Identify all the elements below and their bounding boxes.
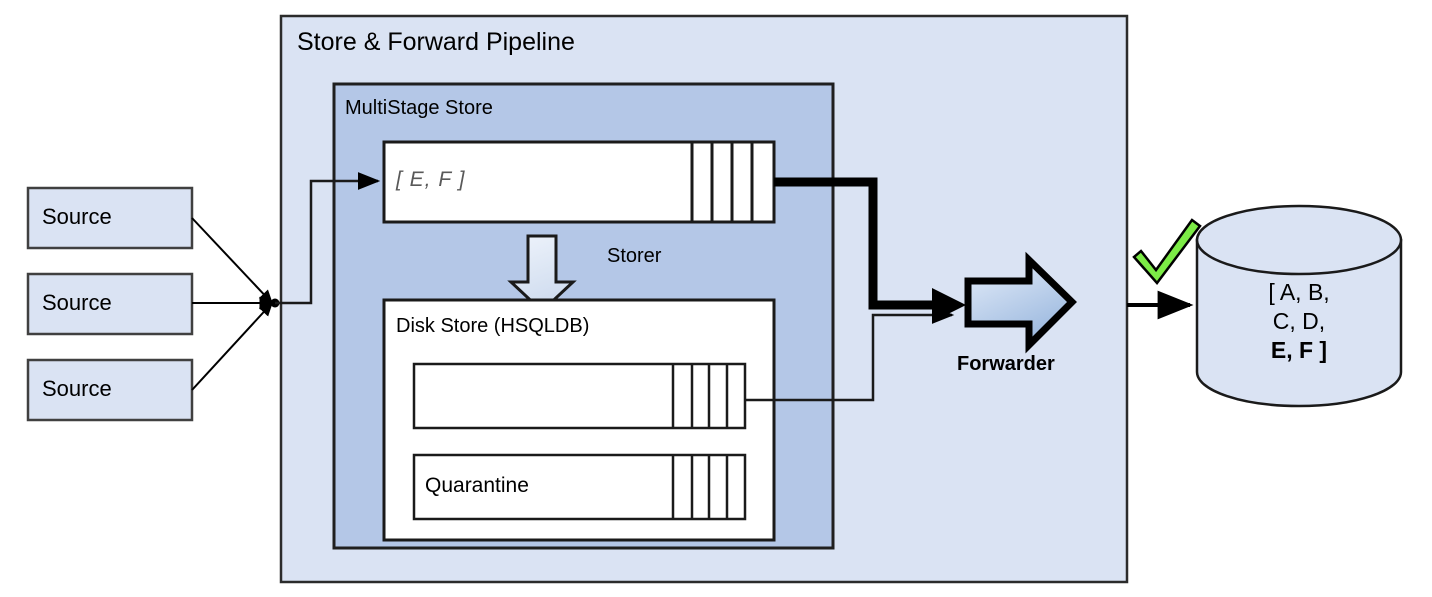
database-contents: [ A, B, C, D, E, F ] (1199, 278, 1399, 365)
database-contents-line: E, F ] (1270, 337, 1328, 363)
page-title: Store & Forward Pipeline (297, 28, 575, 56)
source-label-1: Source (42, 204, 112, 229)
forwarder-label: Forwarder (957, 353, 1055, 375)
ingest-connector (275, 172, 381, 305)
forwarder-right-block-arrow-icon[interactable] (964, 251, 1077, 354)
source-box-1[interactable] (26, 186, 194, 250)
storer-label: Storer (607, 245, 662, 267)
memory-to-forwarder-connector (774, 177, 938, 310)
source-connectors (191, 217, 274, 391)
source-label-2: Source (42, 290, 112, 315)
source-label-3: Source (42, 376, 112, 401)
disk-store-title: Disk Store (HSQLDB) (396, 315, 590, 337)
memory-queue-label: [ E, F ] (396, 168, 466, 191)
storer-down-block-arrow-icon (507, 234, 577, 314)
database-contents-line: C, D, (1272, 308, 1326, 334)
quarantine-label: Quarantine (425, 474, 529, 497)
source-box-2[interactable] (26, 272, 194, 336)
multistage-store-title: MultiStage Store (345, 97, 493, 119)
green-check-icon (1132, 218, 1202, 285)
database-cylinder-icon (1195, 204, 1403, 408)
database-contents-line: [ A, B, (1268, 279, 1330, 305)
disk-to-forwarder-connector (745, 306, 955, 402)
disk-store-main-queue[interactable] (412, 362, 747, 430)
memory-queue[interactable] (382, 140, 776, 224)
quarantine-queue[interactable] (412, 453, 747, 521)
